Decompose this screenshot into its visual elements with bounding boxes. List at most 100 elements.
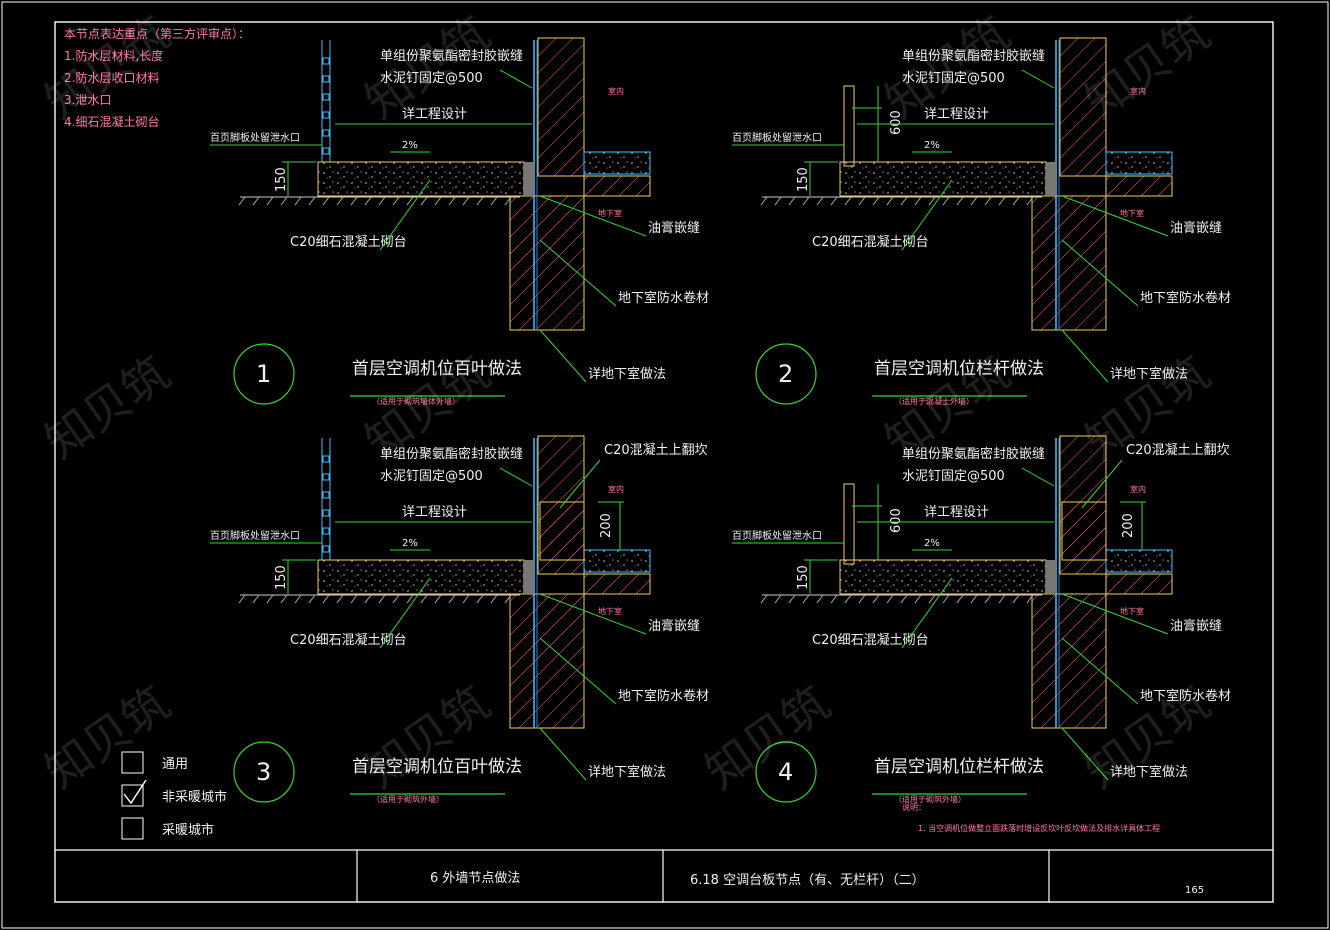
ground-hatch xyxy=(462,196,470,206)
ground-hatch xyxy=(1026,196,1034,206)
louver-slat xyxy=(322,509,330,517)
ground-hatch xyxy=(420,196,428,206)
floor-finish xyxy=(583,549,651,573)
railing-post xyxy=(843,483,855,565)
basement-wall xyxy=(1031,593,1107,729)
ground-hatch xyxy=(434,196,442,206)
detail-number: 3 xyxy=(256,758,271,786)
label-slope: 2% xyxy=(402,140,418,151)
label-base: C20细石混凝土砌台 xyxy=(812,234,929,250)
leader-line xyxy=(1061,195,1169,237)
ground-hatch xyxy=(914,196,922,206)
ground-hatch xyxy=(504,594,512,604)
leader-line xyxy=(539,727,587,781)
louver-slat xyxy=(322,111,330,119)
ground-hatch xyxy=(928,196,936,206)
label-sealant: 油膏嵌缝 xyxy=(648,618,700,634)
leader-line xyxy=(499,467,533,487)
ground-hatch xyxy=(1012,196,1020,206)
leader-line xyxy=(901,577,953,649)
legend-box-heating[interactable] xyxy=(121,817,144,840)
label-membrane: 地下室防水卷材 xyxy=(1140,688,1231,704)
ground-hatch xyxy=(900,196,908,206)
louver-slat xyxy=(322,129,330,137)
ground-hatch xyxy=(294,594,302,604)
leader-line xyxy=(1061,727,1109,781)
louver-slat xyxy=(322,527,330,535)
ground-hatch xyxy=(392,196,400,206)
floor-slab xyxy=(583,175,651,197)
detail-subtitle: （适用于混凝土外墙） xyxy=(894,396,974,406)
ground-hatch xyxy=(322,594,330,604)
detail-1: 单组份聚氨酯密封胶嵌缝水泥钉固定@500详工程设计2%百页脚板处留泄水口150室… xyxy=(210,37,709,406)
inner-frame xyxy=(54,21,1274,903)
label-slope: 2% xyxy=(924,538,940,549)
label-basement: 地下室 xyxy=(1120,606,1144,616)
leader-line xyxy=(539,195,647,237)
sealant-joint xyxy=(1046,560,1056,594)
ground-hatch xyxy=(252,196,260,206)
curb-label: C20混凝土上翻坎 xyxy=(1126,442,1230,458)
detail-title: 首层空调机位百叶做法 xyxy=(352,359,522,379)
legend-box-non-heating[interactable] xyxy=(121,784,144,807)
label-slope: 2% xyxy=(402,538,418,549)
floor-slab xyxy=(1105,175,1173,197)
ground-hatch xyxy=(392,594,400,604)
floor-finish xyxy=(583,151,651,175)
leader-line xyxy=(539,329,587,383)
label-drain: 百页脚板处留泄水口 xyxy=(210,529,300,542)
label-membrane: 地下室防水卷材 xyxy=(618,688,709,704)
label-membrane: 地下室防水卷材 xyxy=(1140,290,1231,306)
curb xyxy=(1061,501,1107,561)
ground-hatch xyxy=(238,594,246,604)
curb-height-label: 200 xyxy=(1121,513,1136,538)
ground-hatch xyxy=(788,594,796,604)
legend-label: 采暖城市 xyxy=(162,822,214,838)
curb xyxy=(539,501,585,561)
check-icon xyxy=(123,779,147,805)
detail-number-circle xyxy=(755,741,817,803)
floor-slab xyxy=(1105,573,1173,595)
detail-title: 首层空调机位栏杆做法 xyxy=(874,757,1044,777)
legend-label: 非采暖城市 xyxy=(162,789,227,805)
ground-hatch xyxy=(844,196,852,206)
detail-number: 1 xyxy=(256,360,271,388)
ground-hatch xyxy=(942,594,950,604)
leader-line xyxy=(539,239,617,307)
ground-hatch xyxy=(886,594,894,604)
basement-wall xyxy=(1031,195,1107,331)
label-drain: 百页脚板处留泄水口 xyxy=(732,131,822,144)
label-nail: 水泥钉固定@500 xyxy=(380,71,483,86)
label-refer: 详地下室做法 xyxy=(1110,764,1188,780)
ground-hatch xyxy=(266,196,274,206)
label-indoor: 室内 xyxy=(1130,86,1146,96)
upper-wall xyxy=(1059,37,1107,177)
ground-hatch xyxy=(872,196,880,206)
leader-line xyxy=(1021,467,1055,487)
label-slope: 2% xyxy=(924,140,940,151)
ground-hatch xyxy=(984,594,992,604)
ground-hatch xyxy=(462,594,470,604)
ground-hatch xyxy=(308,594,316,604)
louver-slat xyxy=(322,93,330,101)
notes-header: 本节点表达重点（第三方评审点）： xyxy=(64,26,250,41)
louver-slat xyxy=(322,545,330,553)
label-nail: 水泥钉固定@500 xyxy=(380,469,483,484)
ground-hatch xyxy=(280,594,288,604)
page-number: 165 xyxy=(1185,885,1204,896)
note-line: 1. 当空调机位做整立面跌落时增设反坎叶反坎做法及排水详具体工程 xyxy=(918,823,1160,833)
ground-hatch xyxy=(350,196,358,206)
floor-finish xyxy=(1105,549,1173,573)
ground-hatch xyxy=(322,196,330,206)
detail-number: 2 xyxy=(778,360,793,388)
label-sealant: 油膏嵌缝 xyxy=(648,220,700,236)
note-title: 说明： xyxy=(902,802,926,812)
legend-box-general[interactable] xyxy=(121,751,144,774)
detail-3: 200C20混凝土上翻坎单组份聚氨酯密封胶嵌缝水泥钉固定@500详工程设计2%百… xyxy=(210,435,709,804)
label-base: C20细石混凝土砌台 xyxy=(812,632,929,648)
watermark-text: 知贝筑 xyxy=(35,6,179,129)
detail-number-circle xyxy=(755,343,817,405)
ground-hatch xyxy=(788,196,796,206)
